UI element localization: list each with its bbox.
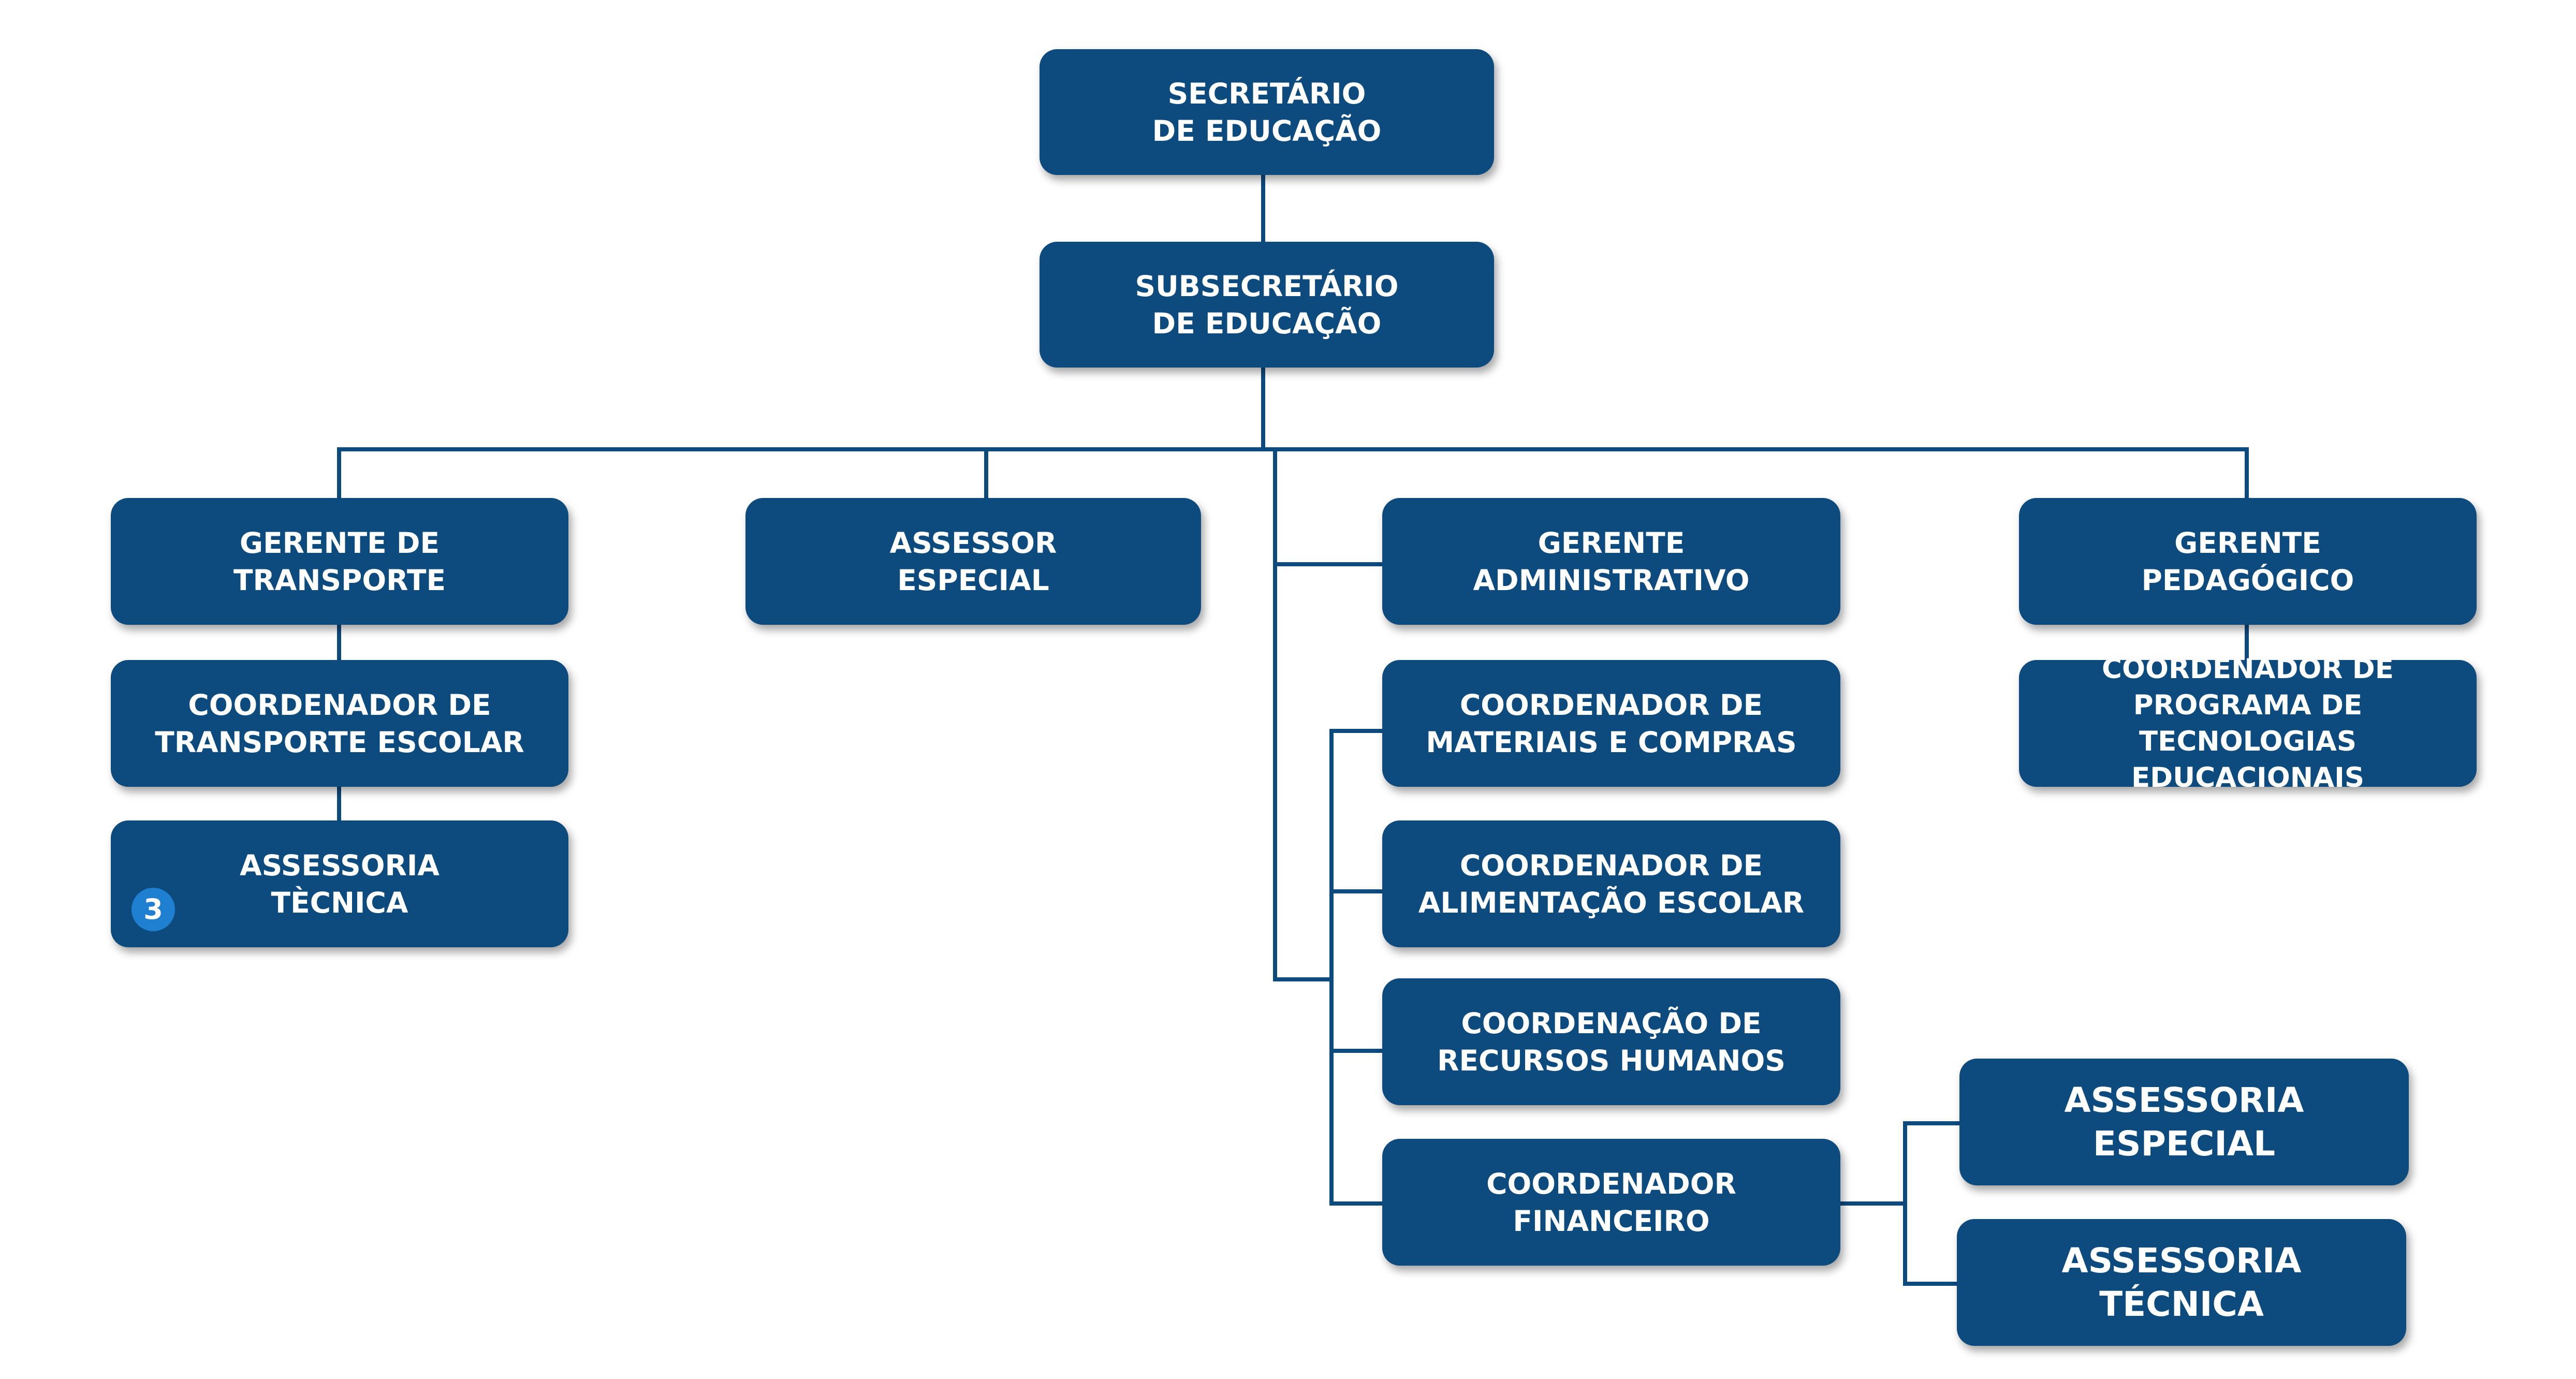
node-line: ESPECIAL — [897, 563, 1049, 597]
node-line: ASSESSORIA — [240, 848, 440, 882]
node-line: ALIMENTAÇÃO ESCOLAR — [1418, 886, 1805, 919]
node-line: COORDENAÇÃO DE — [1461, 1006, 1762, 1040]
node-line: COORDENADOR DE — [1459, 848, 1763, 882]
count-badge: 3 — [131, 888, 175, 931]
node-line: EDUCACIONAIS — [2131, 761, 2365, 794]
node-line: ASSESSOR — [889, 526, 1057, 560]
node-line: GERENTE — [1538, 526, 1685, 560]
node-line: TÈCNICA — [271, 886, 408, 919]
node-line: DE EDUCAÇÃO — [1152, 306, 1382, 340]
node-line: FINANCEIRO — [1513, 1204, 1710, 1238]
node-line: COORDENADOR DE — [2102, 653, 2394, 685]
node-line: RECURSOS HUMANOS — [1437, 1044, 1785, 1077]
node-line: ASSESSORIA — [2061, 1240, 2302, 1281]
node-line: MATERIAIS E COMPRAS — [1426, 725, 1797, 759]
node-line: COORDENADOR DE — [188, 688, 491, 722]
node-assessoria-tecnica-transporte: ASSESSORIA TÈCNICA 3 — [111, 820, 568, 947]
node-secretario: SECRETÁRIO DE EDUCAÇÃO — [1040, 49, 1494, 175]
node-line: COORDENADOR DE — [1459, 688, 1763, 722]
node-line: SUBSECRETÁRIO — [1135, 269, 1399, 303]
node-line: ADMINISTRATIVO — [1473, 563, 1750, 597]
node-line: COORDENADOR — [1486, 1167, 1736, 1200]
node-line: DE EDUCAÇÃO — [1152, 114, 1382, 148]
node-line: SECRETÁRIO — [1167, 77, 1366, 110]
node-coord-rh: COORDENAÇÃO DE RECURSOS HUMANOS — [1382, 978, 1840, 1105]
node-line: GERENTE — [2174, 526, 2321, 560]
node-line: TRANSPORTE ESCOLAR — [155, 725, 524, 759]
node-line: ESPECIAL — [2092, 1123, 2276, 1164]
node-line: TÉCNICA — [2099, 1284, 2264, 1324]
node-line: PROGRAMA DE TECNOLOGIAS — [2133, 689, 2363, 757]
node-coord-alimentacao: COORDENADOR DE ALIMENTAÇÃO ESCOLAR — [1382, 820, 1840, 947]
node-line: TRANSPORTE — [233, 563, 446, 597]
node-line: PEDAGÓGICO — [2141, 563, 2354, 597]
node-line: ASSESSORIA — [2064, 1080, 2304, 1120]
node-line: GERENTE DE — [239, 526, 440, 560]
node-coord-tecnologias: COORDENADOR DE PROGRAMA DE TECNOLOGIAS EDU… — [2019, 653, 2477, 794]
node-coord-financeiro: COORDENADOR FINANCEIRO — [1382, 1139, 1840, 1266]
